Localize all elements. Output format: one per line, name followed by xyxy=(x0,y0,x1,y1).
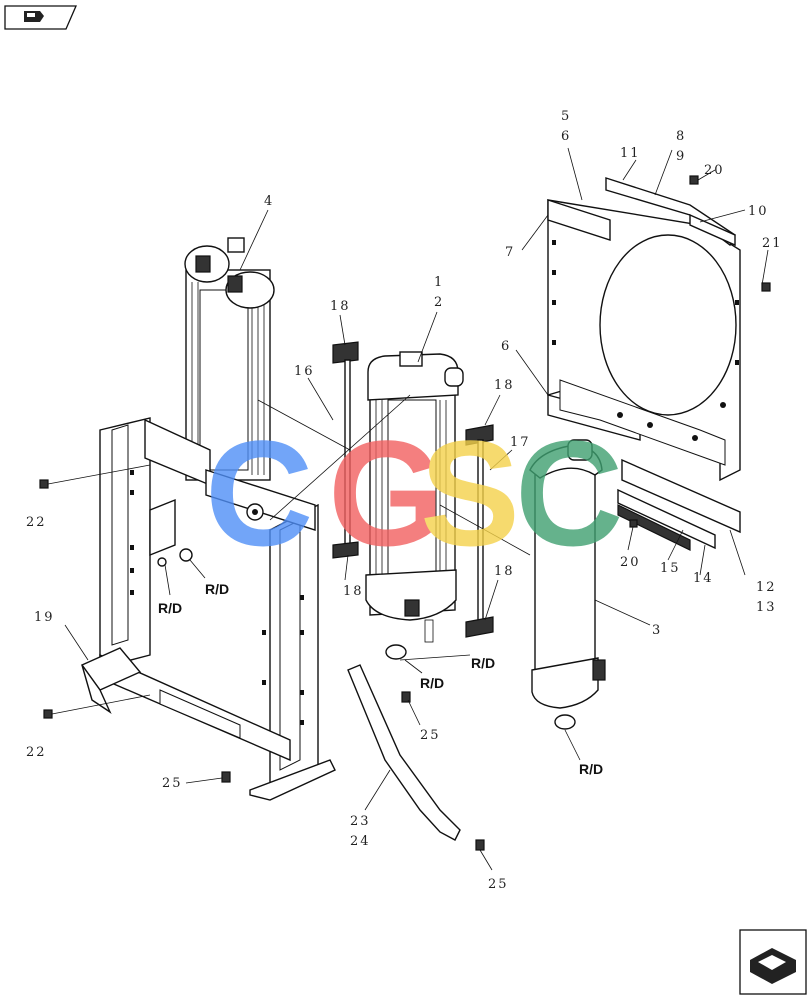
callout-4: 4 xyxy=(264,194,274,209)
callout-labels: 1 2 3 4 5 6 6 7 8 9 10 11 12 13 14 15 16… xyxy=(26,109,783,892)
bracket-part-8 xyxy=(605,177,736,247)
callout-18-bottom-right: 18 xyxy=(494,564,515,579)
callout-25-mid: 25 xyxy=(420,728,441,743)
callout-18-top-right: 18 xyxy=(494,378,515,393)
callout-9: 9 xyxy=(676,149,686,164)
arrow-left-icon xyxy=(24,11,44,22)
callout-12: 12 xyxy=(756,580,777,595)
radiator-frame xyxy=(80,417,336,801)
rd-label: R/D xyxy=(579,761,603,777)
callout-20-bottom: 20 xyxy=(620,555,641,570)
rd-labels: R/D R/D R/D R/D R/D xyxy=(158,581,603,777)
callout-6-top: 6 xyxy=(561,129,571,144)
watermark-letter-c2: C xyxy=(515,409,623,577)
callout-21: 21 xyxy=(762,236,783,251)
rd-label: R/D xyxy=(158,600,182,616)
seal-part-18 xyxy=(332,341,494,638)
callout-13: 13 xyxy=(756,600,777,615)
callout-20-top: 20 xyxy=(704,163,725,178)
callout-18-bottom-left: 18 xyxy=(343,584,364,599)
callout-25-bottom: 25 xyxy=(488,877,509,892)
watermark-letter-s: S xyxy=(420,409,520,577)
arrow-right-icon xyxy=(750,948,796,984)
callout-25-left: 25 xyxy=(162,776,183,791)
callout-10: 10 xyxy=(748,204,769,219)
stay-rod-part-23 xyxy=(347,664,461,841)
callout-1: 1 xyxy=(434,275,444,290)
callout-6-lower: 6 xyxy=(501,339,511,354)
rd-label: R/D xyxy=(471,655,495,671)
callout-5: 5 xyxy=(561,109,571,124)
callout-19: 19 xyxy=(34,610,55,625)
watermark-letter-c1: C xyxy=(205,409,313,577)
oil-cooler-part-4 xyxy=(184,237,275,481)
callout-24: 24 xyxy=(350,834,371,849)
callout-22-upper: 22 xyxy=(26,515,47,530)
prev-page-nav[interactable] xyxy=(4,5,77,30)
watermark-letter-g: G xyxy=(328,409,445,577)
callout-15: 15 xyxy=(660,561,681,576)
charge-air-cooler-part-3 xyxy=(529,439,606,709)
callout-23: 23 xyxy=(350,814,371,829)
callout-16: 16 xyxy=(294,364,315,379)
callout-3: 3 xyxy=(652,623,662,638)
next-page-nav[interactable] xyxy=(739,929,807,995)
callout-22-lower: 22 xyxy=(26,745,47,760)
fasteners xyxy=(39,175,771,851)
callout-14: 14 xyxy=(693,571,714,586)
callout-18-top-left: 18 xyxy=(330,299,351,314)
callout-11: 11 xyxy=(620,146,641,161)
radiator-part-1 xyxy=(365,351,464,643)
callout-7: 7 xyxy=(505,245,515,260)
rd-label: R/D xyxy=(205,581,229,597)
seal-part-14 xyxy=(617,458,741,551)
rd-label: R/D xyxy=(420,675,444,691)
leader-lines xyxy=(47,147,769,871)
watermark-logo: C G S C xyxy=(205,409,623,577)
callout-2: 2 xyxy=(434,295,444,310)
callout-8: 8 xyxy=(676,129,686,144)
fan-shroud-part-5 xyxy=(547,199,741,482)
callout-17: 17 xyxy=(510,435,531,450)
